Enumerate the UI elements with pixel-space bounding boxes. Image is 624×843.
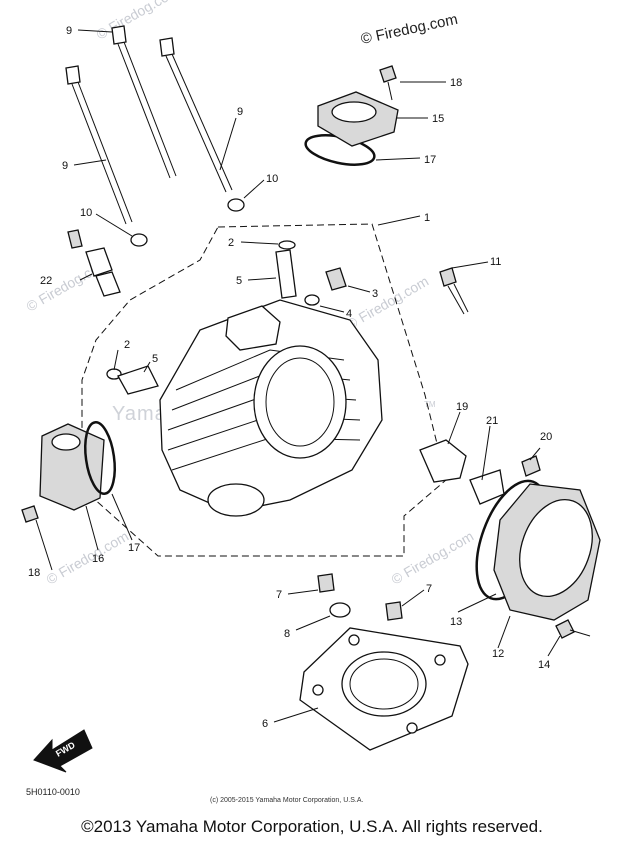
stud-bolt	[325, 267, 347, 291]
callout-21: 21	[486, 415, 498, 427]
tappet-cover	[317, 91, 399, 147]
callout-9: 9	[237, 106, 243, 118]
tiled-watermark: © Firedog.com	[94, 0, 182, 43]
callout-9: 9	[62, 160, 68, 172]
tm-mark: TM	[424, 400, 436, 409]
callout-7: 7	[426, 583, 432, 595]
brand-watermark: © Firedog.com	[359, 11, 459, 48]
callout-9: 9	[66, 25, 72, 37]
forward-arrow-icon: FWD	[33, 729, 93, 773]
callout-12: 12	[492, 648, 504, 660]
spark-plug	[67, 229, 121, 297]
tiled-watermark: © Firedog.com	[389, 528, 477, 588]
callout-5: 5	[236, 275, 242, 287]
valve-guide	[275, 249, 297, 299]
dowel-pin	[385, 601, 403, 621]
callout-7: 7	[276, 589, 282, 601]
callout-22: 22	[40, 275, 52, 287]
side-cover	[39, 423, 105, 511]
tiled-watermark: © Firedog.com	[44, 528, 132, 588]
callout-18: 18	[450, 77, 462, 89]
callout-18: 18	[28, 567, 40, 579]
diagram-code: 5H0110-0010	[26, 787, 80, 797]
callout-6: 6	[262, 718, 268, 730]
cylinder-head	[159, 299, 383, 517]
head-bolt	[159, 37, 233, 193]
breather-plate	[419, 439, 467, 483]
washer	[304, 294, 320, 306]
callout-10: 10	[80, 207, 92, 219]
end-cover	[493, 483, 601, 621]
circlip	[278, 240, 296, 250]
callout-13: 13	[450, 616, 462, 628]
assembly-boundary	[81, 223, 447, 557]
cover-bolt	[555, 619, 591, 639]
callout-10: 10	[266, 173, 278, 185]
callout-17: 17	[128, 542, 140, 554]
valve-guide	[117, 365, 159, 395]
gasket-plate	[469, 469, 505, 505]
callout-4: 4	[346, 308, 352, 320]
head-bolt	[65, 65, 133, 225]
callout-19: 19	[456, 401, 468, 413]
small-copyright: (c) 2005-2015 Yamaha Motor Corporation, …	[210, 797, 363, 804]
callout-3: 3	[372, 288, 378, 300]
callout-8: 8	[284, 628, 290, 640]
callout-2: 2	[124, 339, 130, 351]
head-gasket	[299, 627, 469, 751]
callout-11: 11	[490, 256, 501, 268]
dowel-pin	[317, 573, 335, 593]
callout-15: 15	[432, 113, 444, 125]
washer	[130, 233, 148, 247]
washer	[227, 198, 245, 212]
callout-17: 17	[424, 154, 436, 166]
leader-lines	[35, 29, 561, 723]
o-ring	[84, 421, 116, 495]
callout-1: 1	[424, 212, 430, 224]
washer	[329, 602, 351, 618]
callout-5: 5	[152, 353, 158, 365]
cover-bolt	[21, 505, 39, 523]
callout-16: 16	[92, 553, 104, 565]
callout-2: 2	[228, 237, 234, 249]
bolt	[439, 267, 469, 315]
tiled-watermark: © Firedog.com	[344, 273, 432, 333]
callout-20: 20	[540, 431, 552, 443]
cover-bolt	[379, 65, 397, 101]
callout-14: 14	[538, 659, 550, 671]
footer-copyright: ©2013 Yamaha Motor Corporation, U.S.A. A…	[81, 817, 543, 836]
head-bolt	[111, 25, 177, 179]
